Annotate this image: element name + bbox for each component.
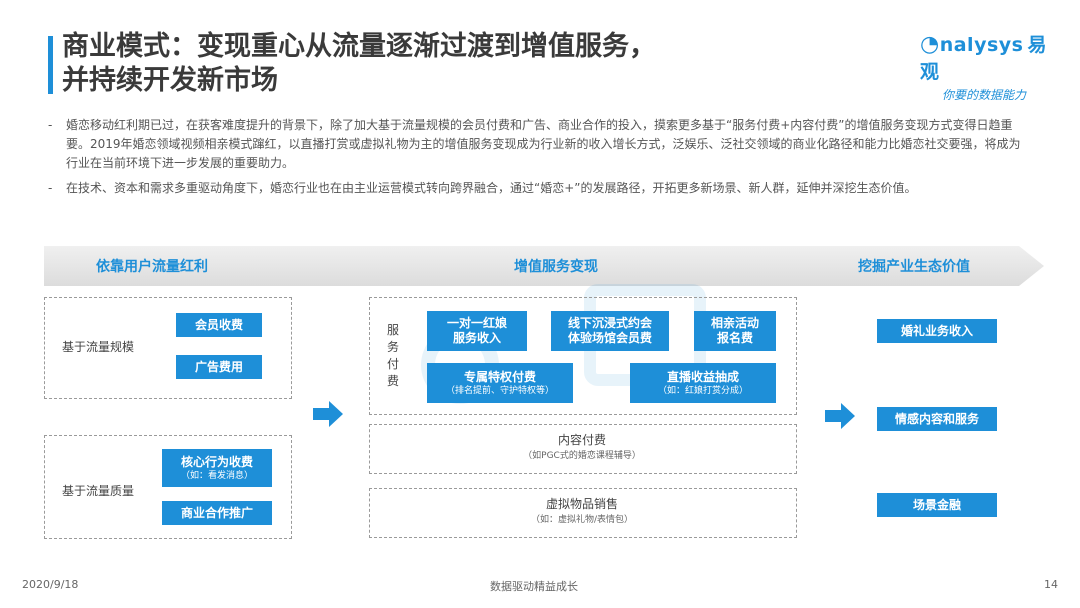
bullet-dash: -: [48, 181, 53, 195]
service-pay-box: [369, 297, 797, 415]
virtual-goods-title: 虚拟物品销售: [545, 497, 618, 511]
matchmaker-line2: 服务收入: [452, 331, 501, 345]
traffic-quality-box: [44, 435, 292, 539]
offline-line1: 线下沉浸式约会: [567, 316, 652, 330]
bullet-list: - 婚恋移动红利期已过，在获客难度提升的背景下，除了加大基于流量规模的会员付费和…: [48, 116, 1028, 204]
logo-chinese: 易观: [920, 34, 1047, 83]
emotion-text: 情感内容和服务: [894, 411, 979, 426]
live-line1: 直播收益抽成: [666, 369, 739, 384]
bullet-item-1: - 婚恋移动红利期已过，在获客难度提升的背景下，除了加大基于流量规模的会员付费和…: [48, 116, 1028, 173]
matchmaker-line1: 一对一红娘: [446, 316, 507, 330]
wedding-text: 婚礼业务收入: [900, 323, 973, 338]
traffic-quality-label: 基于流量质量: [62, 484, 135, 498]
title-accent-bar: [48, 36, 53, 94]
core-fee-subtext: （如：看发消息）: [180, 470, 253, 481]
logo-tagline: 你要的数据能力: [942, 88, 1027, 102]
core-behavior-fee-box: 核心行为收费 （如：看发消息）: [162, 449, 272, 487]
finance-text: 场景金融: [912, 497, 961, 512]
offline-line2: 体验场馆会员费: [567, 331, 652, 345]
footer-date: 2020/9/18: [22, 578, 79, 591]
dating-event-box: 相亲活动 报名费: [694, 311, 776, 351]
biz-promo-box: 商业合作推广: [162, 501, 272, 525]
bullet-dash: -: [48, 118, 53, 132]
logo-english: nalysys: [939, 34, 1024, 56]
member-fee-box: 会员收费: [176, 313, 262, 337]
biz-promo-text: 商业合作推广: [180, 505, 253, 520]
content-pay-title: 内容付费: [557, 433, 606, 447]
title-line-2: 并持续开发新市场: [62, 65, 278, 96]
scene-finance-box: 场景金融: [877, 493, 997, 517]
wedding-revenue-box: 婚礼业务收入: [877, 319, 997, 343]
virtual-goods-subtitle: （如：虚拟礼物/表情包）: [530, 515, 634, 525]
vip-privilege-box: 专属特权付费 （排名提前、守护特权等）: [427, 363, 573, 403]
vip-line1: 专属特权付费: [463, 369, 536, 384]
content-pay-subtitle: （如PGC式的婚恋课程辅导）: [523, 451, 641, 461]
service-pay-label: 服务付费: [386, 323, 399, 388]
bullet-item-2: - 在技术、资本和需求多重驱动角度下，婚恋行业也在由主业运营模式转向跨界融合，通…: [48, 179, 1028, 198]
emotion-content-box: 情感内容和服务: [877, 407, 997, 431]
content-pay-text: 内容付费 （如PGC式的婚恋课程辅导）: [369, 432, 795, 464]
ad-fee-box: 广告费用: [176, 355, 262, 379]
stage-banner: [44, 246, 1044, 286]
event-line1: 相亲活动: [710, 316, 759, 330]
page-title: 商业模式：变现重心从流量逐渐过渡到增值服务， 并持续开发新市场: [62, 30, 802, 98]
footer-slogan: 数据驱动精益成长: [490, 580, 578, 593]
virtual-goods-box: [369, 488, 797, 538]
arrow-right-icon: [825, 403, 855, 429]
virtual-goods-text: 虚拟物品销售 （如：虚拟礼物/表情包）: [369, 496, 795, 528]
traffic-scale-box: [44, 297, 292, 399]
logo-a-icon: ◔: [920, 32, 940, 57]
member-fee-text: 会员收费: [194, 317, 243, 332]
traffic-scale-label: 基于流量规模: [62, 340, 135, 354]
vip-line2: （排名提前、守护特权等）: [445, 385, 554, 396]
event-line2: 报名费: [716, 331, 753, 345]
bullet-text: 婚恋移动红利期已过，在获客难度提升的背景下，除了加大基于流量规模的会员付费和广告…: [66, 118, 1021, 170]
stage-label-2: 增值服务变现: [514, 259, 598, 275]
ad-fee-text: 广告费用: [194, 359, 243, 374]
live-commission-box: 直播收益抽成 （如：红娘打赏分成）: [630, 363, 776, 403]
page-number: 14: [1044, 578, 1058, 591]
content-pay-box: [369, 424, 797, 474]
stage-label-1: 依靠用户流量红利: [96, 259, 208, 275]
stage-label-3: 挖掘产业生态价值: [858, 259, 970, 275]
matchmaker-service-box: 一对一红娘 服务收入: [427, 311, 527, 351]
offline-venue-box: 线下沉浸式约会 体验场馆会员费: [551, 311, 669, 351]
core-fee-text: 核心行为收费: [180, 454, 253, 469]
live-line2: （如：红娘打赏分成）: [657, 385, 748, 396]
bullet-text: 在技术、资本和需求多重驱动角度下，婚恋行业也在由主业运营模式转向跨界融合，通过“…: [66, 181, 917, 195]
title-line-1: 商业模式：变现重心从流量逐渐过渡到增值服务，: [62, 31, 656, 62]
arrow-right-icon: [313, 401, 343, 427]
